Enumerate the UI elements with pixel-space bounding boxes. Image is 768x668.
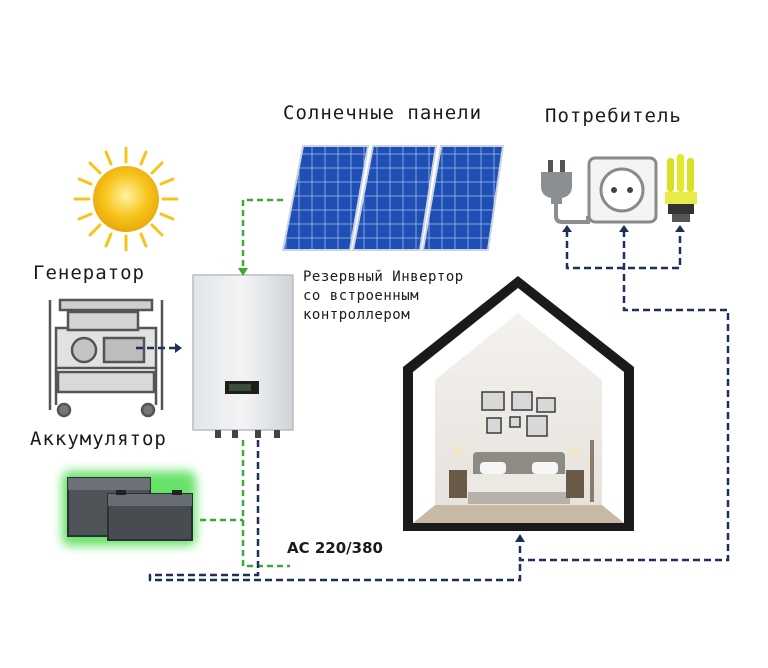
- green-dc-lines: [200, 198, 290, 568]
- sun-icon: [73, 146, 179, 252]
- label-inverter: Резервный Инвертор со встроенным контрол…: [303, 268, 464, 325]
- generator-icon: [48, 298, 164, 418]
- plug-icon: [541, 160, 590, 224]
- socket-icon: [587, 156, 658, 224]
- house-icon: [403, 276, 634, 531]
- blue-ac-lines: [136, 230, 730, 582]
- solar-panel-icon: [281, 145, 505, 251]
- label-ac-voltage: AC 220/380: [287, 539, 383, 557]
- label-solar-panels: Солнечные панели: [283, 102, 483, 124]
- label-generator: Генератор: [33, 262, 145, 284]
- label-inverter-line-1: Резервный Инвертор: [303, 269, 464, 285]
- bulb-icon: [665, 154, 697, 222]
- label-consumer: Потребитель: [545, 105, 682, 127]
- arrow-heads: [175, 225, 685, 542]
- label-inverter-line-2: со встроенным: [303, 288, 420, 304]
- label-inverter-line-3: контроллером: [303, 307, 411, 323]
- inverter-icon: [192, 274, 294, 438]
- label-battery: Аккумулятор: [30, 428, 167, 450]
- battery-icon: [62, 471, 196, 546]
